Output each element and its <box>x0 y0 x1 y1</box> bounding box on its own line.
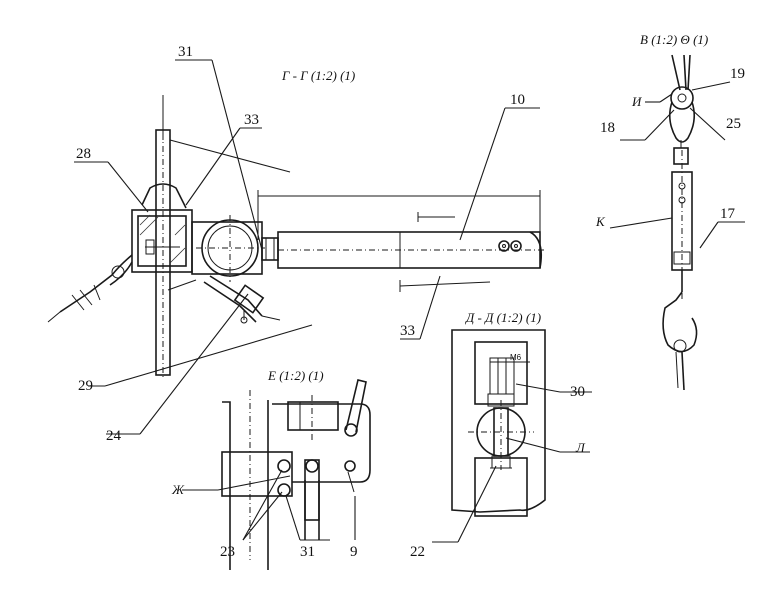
view-title-e: Е (1:2) (1) <box>267 368 324 383</box>
callout-31-top: 31 <box>178 44 193 60</box>
callout-24: 24 <box>106 428 122 444</box>
left-cable <box>47 254 133 323</box>
callout-30: 30 <box>570 384 585 400</box>
vertical-post <box>155 95 171 380</box>
view-d-d: Д - Д (1:2) (1) М6 30 Л 22 <box>410 310 592 560</box>
dimension-line-bottom <box>399 280 491 292</box>
main-arm-10 <box>277 231 545 269</box>
callout-33-bottom: 33 <box>400 323 415 339</box>
callout-31-bottom: 31 <box>300 544 315 560</box>
callout-18: 18 <box>600 120 615 136</box>
callout-22: 22 <box>410 544 425 560</box>
callout-i: И <box>631 94 642 109</box>
callout-zh: Ж <box>171 482 185 497</box>
callout-17: 17 <box>720 206 736 222</box>
dimension-line-top <box>257 190 541 240</box>
lower-strut <box>203 275 281 324</box>
dimension-m6: М6 <box>510 353 522 362</box>
callout-33-top: 33 <box>244 112 259 128</box>
view-v: В (1:2) Θ (1) <box>595 32 745 391</box>
callout-10: 10 <box>510 92 525 108</box>
view-title-g-g: Г - Г (1:2) (1) <box>281 68 355 83</box>
view-title-d-d: Д - Д (1:2) (1) <box>464 310 541 325</box>
hook <box>662 291 698 391</box>
callout-l: Л <box>575 440 586 455</box>
clamp-bracket-28 <box>131 183 193 273</box>
view-g-g: Г - Г (1:2) (1) <box>47 44 545 444</box>
callout-19: 19 <box>730 66 745 82</box>
view-e: Е (1:2) (1) Ж 23 31 9 <box>171 368 371 570</box>
view-title-v: В (1:2) Θ (1) <box>640 32 708 47</box>
callout-k: К <box>595 214 606 229</box>
callout-23: 23 <box>220 544 235 560</box>
callout-29: 29 <box>78 378 93 394</box>
pipe-ring <box>196 215 265 282</box>
callout-28: 28 <box>76 146 91 162</box>
turnbuckle <box>671 140 693 300</box>
callout-9: 9 <box>350 544 358 560</box>
callout-25: 25 <box>726 116 741 132</box>
eye-thimble <box>668 86 696 143</box>
